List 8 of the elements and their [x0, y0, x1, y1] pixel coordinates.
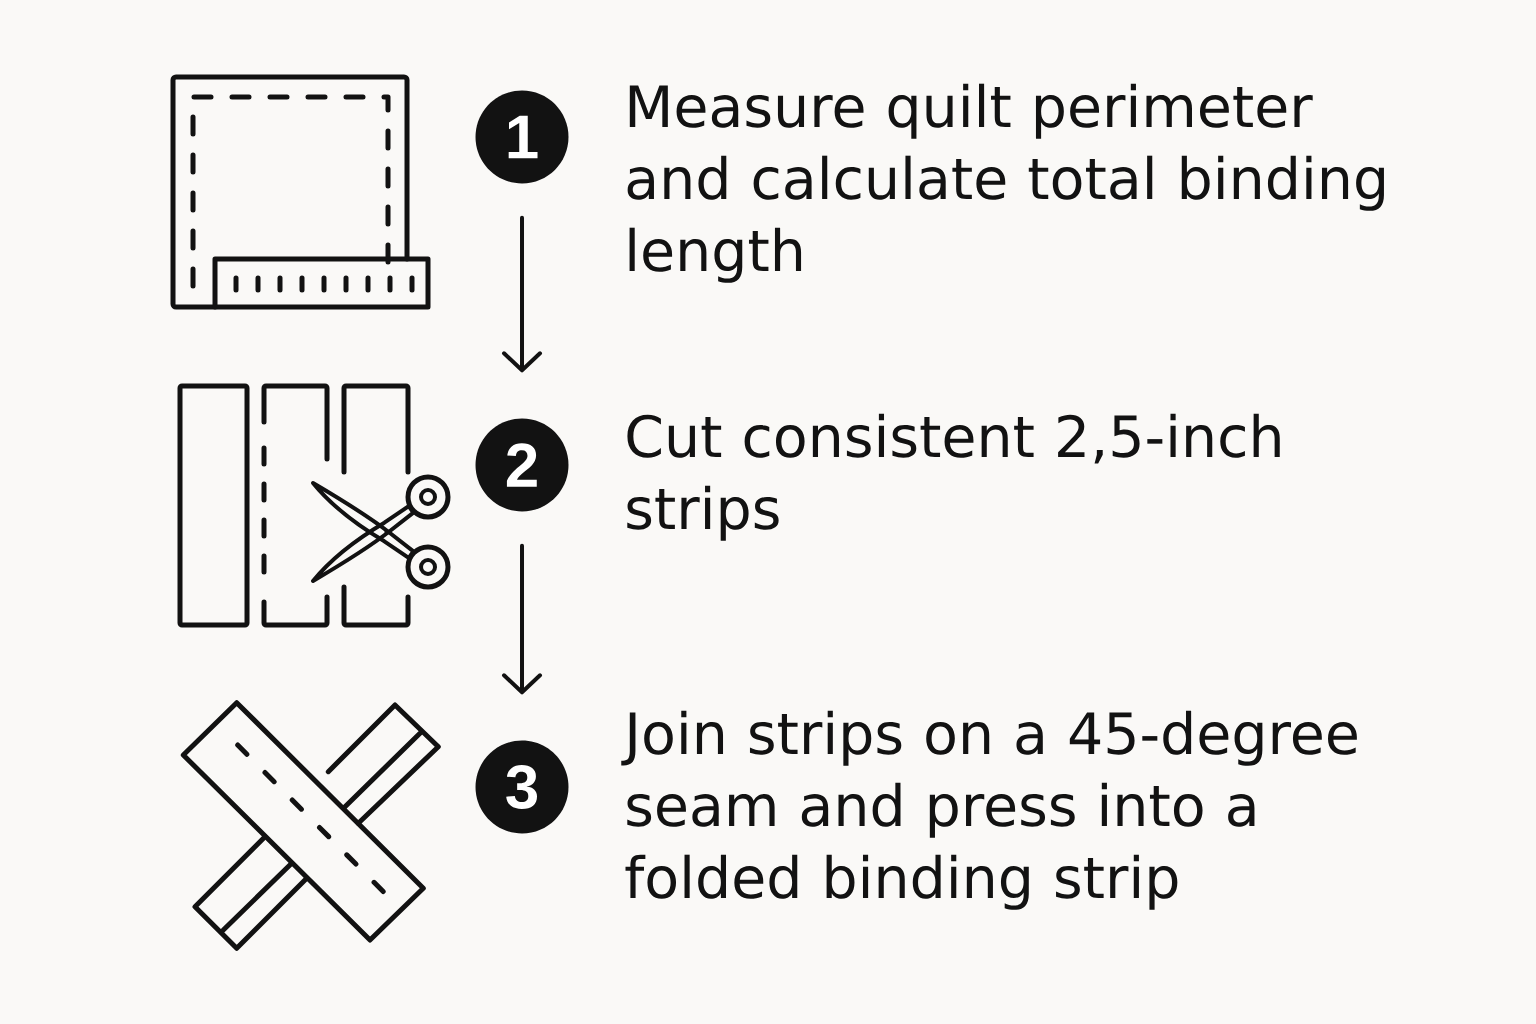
step-number: 2 — [475, 418, 569, 512]
arrow — [502, 543, 542, 695]
step-number: 3 — [475, 740, 569, 834]
step-text: Cut consistent 2,5-inch strips — [627, 413, 1280, 541]
step-number: 1 — [475, 90, 569, 184]
arrow — [502, 215, 542, 373]
step-text: Join strips on a 45-degree seam and press into a folded binding strip — [621, 710, 1357, 910]
step-text: Measure quilt perimeter and calculate total binding length — [627, 83, 1384, 283]
